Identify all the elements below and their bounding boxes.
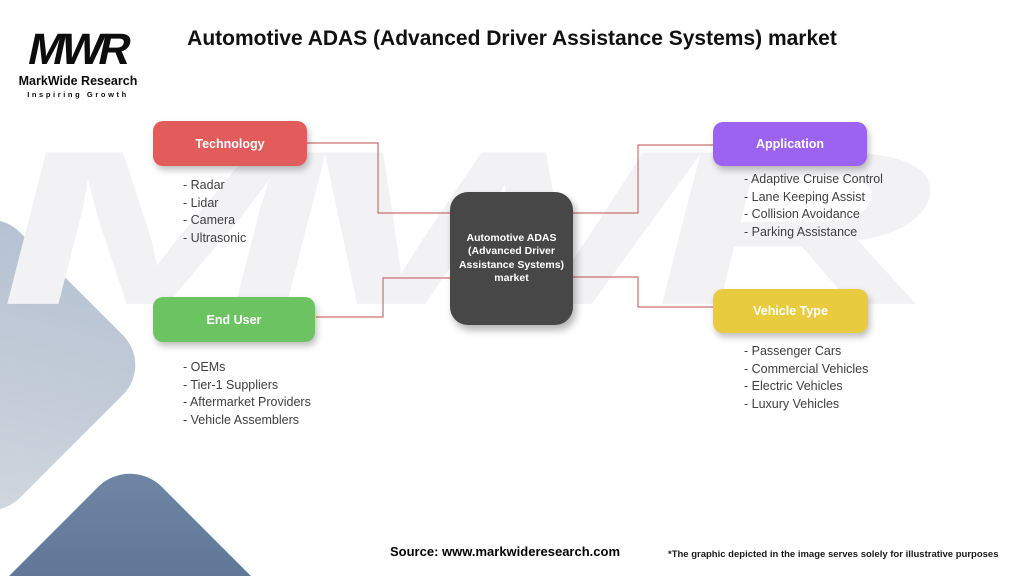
- list-item: - Vehicle Assemblers: [183, 412, 300, 427]
- list-item: - Collision Avoidance: [744, 207, 860, 221]
- list-item: - Tier-1 Suppliers: [183, 377, 279, 392]
- item-list-application: - Adaptive Cruise Control - Lane Keeping…: [744, 171, 883, 241]
- list-item: - Radar: [183, 178, 225, 192]
- logo-tagline: Inspiring Growth: [27, 90, 129, 99]
- list-item: - OEMs: [183, 360, 226, 374]
- category-box-technology: Technology: [153, 121, 307, 166]
- category-box-vehicle-type: Vehicle Type: [713, 289, 868, 333]
- source-text: Source: www.markwideresearch.com: [390, 544, 621, 559]
- list-item: - Aftermarket Providers: [183, 395, 311, 409]
- category-box-end-user: End User: [153, 297, 315, 342]
- item-list-vehicle-type: - Passenger Cars - Commercial Vehicles -…: [744, 343, 868, 413]
- list-item: - Parking Assistance: [744, 224, 858, 239]
- list-item: - Lidar: [183, 195, 219, 210]
- center-node: Automotive ADAS (Advanced Driver Assista…: [450, 192, 573, 325]
- category-box-application: Application: [713, 122, 867, 166]
- list-item: - Passenger Cars: [744, 344, 842, 358]
- logo-name: MarkWide Research: [18, 74, 138, 88]
- category-label-vehicle-type: Vehicle Type: [753, 304, 828, 318]
- list-item: - Luxury Vehicles: [744, 396, 840, 411]
- connector-vehicle-type: [573, 276, 713, 308]
- category-label-technology: Technology: [195, 136, 265, 151]
- markwide-logo: MWR MarkWide Research Inspiring Growth: [18, 25, 138, 99]
- list-item: - Adaptive Cruise Control: [744, 172, 883, 186]
- item-list-end-user: - OEMs - Tier-1 Suppliers - Aftermarket …: [183, 359, 311, 429]
- list-item: - Electric Vehicles: [744, 379, 843, 393]
- connector-end-user: [316, 277, 450, 318]
- disclaimer-text: *The graphic depicted in the image serve…: [668, 549, 999, 560]
- list-item: - Commercial Vehicles: [744, 361, 869, 376]
- list-item: - Camera: [183, 213, 236, 227]
- page-title: Automotive ADAS (Advanced Driver Assista…: [187, 27, 837, 50]
- category-label-end-user: End User: [206, 312, 262, 327]
- item-list-technology: - Radar - Lidar - Camera - Ultrasonic: [183, 177, 246, 247]
- connector-application: [573, 144, 713, 214]
- connector-technology: [307, 142, 450, 214]
- list-item: - Lane Keeping Assist: [744, 189, 865, 204]
- logo-monogram: MWR: [23, 25, 133, 74]
- category-label-application: Application: [755, 137, 825, 151]
- list-item: - Ultrasonic: [183, 230, 247, 245]
